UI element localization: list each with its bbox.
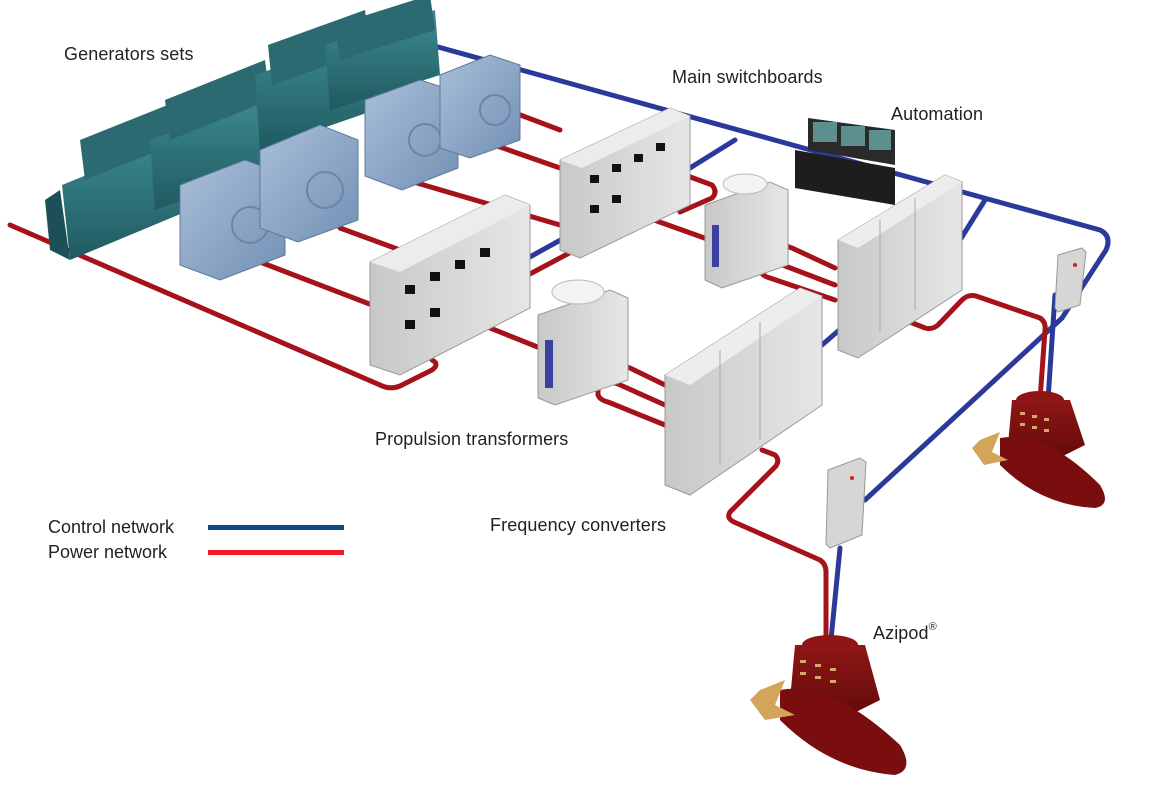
propulsion-transformer-2 [704, 173, 789, 289]
automation-console [795, 118, 895, 205]
local-control-box-1 [825, 457, 867, 549]
legend-swatch-power [208, 550, 344, 555]
diesel-engine-4 [325, 0, 440, 110]
legend: Control network Power network [48, 515, 344, 565]
power-cable-gen1 [257, 259, 388, 313]
legend-swatch-control [208, 525, 344, 530]
control-cable-to-pod2 [1045, 292, 1058, 403]
legend-label: Power network [48, 542, 168, 562]
label-propulsion-transformers: Propulsion transformers [375, 429, 569, 449]
main-switchboard-1 [369, 194, 531, 376]
frequency-converter-1 [664, 287, 823, 496]
power-cable-fc2-pod2 [902, 293, 1048, 403]
legend-label: Control network [48, 517, 175, 537]
legend-item-power-network: Power network [48, 540, 344, 565]
control-cable-fc2-branch [957, 197, 988, 243]
diesel-engine-2 [150, 60, 275, 210]
main-switchboard-2 [559, 107, 691, 259]
label-main-switchboards: Main switchboards [672, 67, 823, 87]
power-cable-gen2 [337, 225, 403, 253]
power-cable-tr1-fc1-a [595, 312, 668, 428]
generator-2 [259, 124, 359, 243]
control-cable-msb-branch [687, 137, 738, 171]
power-cable-tr2-fc2-c [779, 192, 838, 271]
control-cable-to-pod1 [827, 545, 843, 653]
label-generator-sets: Generators sets [64, 44, 194, 64]
power-cable-gen3 [397, 175, 563, 228]
control-cable-main-bus [417, 39, 1111, 321]
control-network-cables [417, 39, 1111, 653]
propulsion-transformer-1 [537, 279, 629, 406]
local-control-box-2 [1054, 247, 1087, 313]
legend-item-control-network: Control network [48, 515, 344, 540]
power-cable-msb2-loop [677, 172, 718, 215]
azipod-unit-2 [972, 391, 1105, 508]
label-azipod: Azipod® [873, 621, 937, 644]
label-frequency-converters: Frequency converters [490, 515, 667, 535]
generator-1 [179, 159, 286, 281]
power-cable-long-bus [7, 222, 439, 391]
generator-4 [439, 54, 521, 159]
power-cable-fc1-pod1 [726, 447, 829, 653]
azipod-text: Azipod [873, 623, 929, 643]
azipod-unit-1 [750, 635, 907, 775]
generator-3 [364, 79, 459, 191]
frequency-converter-2 [837, 174, 963, 359]
label-automation: Automation [891, 104, 984, 124]
generator-sets [45, 0, 521, 281]
registered-mark: ® [928, 621, 937, 633]
control-cable-to-box2 [862, 315, 1065, 503]
power-cable-gen6 [525, 247, 578, 278]
